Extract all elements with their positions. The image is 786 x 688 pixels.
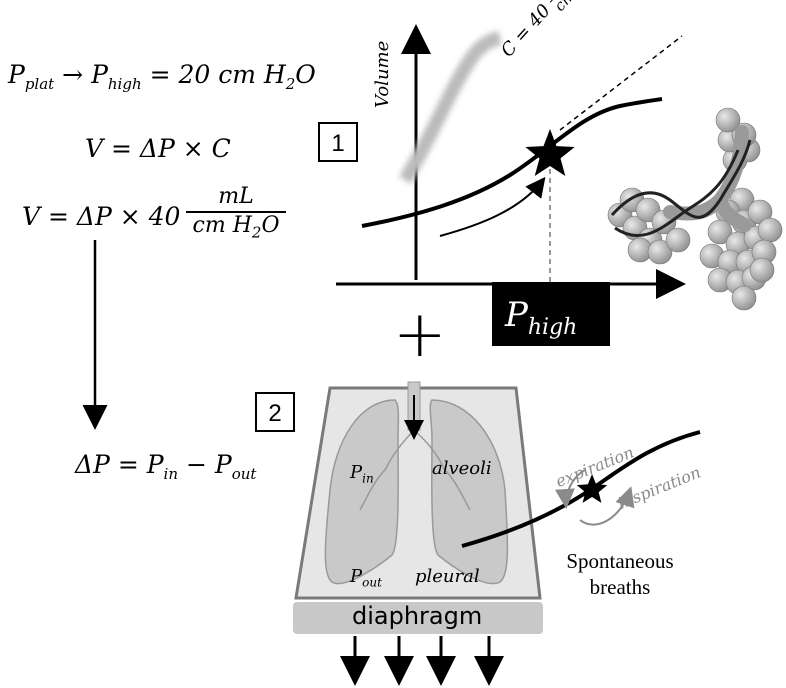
plus-sign: + bbox=[393, 298, 447, 372]
graph-ylabel: Volume bbox=[372, 40, 393, 108]
equation-volume-40: V = ΔP × 40 bbox=[22, 202, 181, 231]
expiration-arrow bbox=[554, 469, 586, 509]
equation-plateau-to-high: Pplat → Phigh = 20 cm H2O bbox=[8, 60, 316, 93]
compliance-tangent bbox=[559, 35, 683, 131]
alveolus-ball bbox=[715, 107, 741, 133]
step-1-box: 1 bbox=[318, 122, 358, 162]
equation-volume-compliance: V = ΔP × C bbox=[85, 134, 231, 163]
fraction-ml-cmh2o: mL cm H2O bbox=[186, 184, 286, 241]
alveolus-ball bbox=[757, 217, 783, 243]
breath-point-star bbox=[576, 474, 608, 503]
alveolus-ball bbox=[665, 227, 691, 253]
alveoli-label: alveoli bbox=[432, 458, 492, 479]
p-out-label: Pout bbox=[350, 566, 382, 590]
spontaneous-caption: Spontaneous breaths bbox=[566, 549, 674, 599]
phigh-label: Phigh bbox=[505, 295, 578, 340]
step-2-box: 2 bbox=[255, 392, 295, 432]
pleural-label: pleural bbox=[415, 566, 480, 587]
alveolus-ball bbox=[749, 257, 775, 283]
diaphragm-label: diaphragm bbox=[352, 602, 483, 630]
p-in-label: Pin bbox=[350, 462, 374, 486]
alveoli-illustration bbox=[607, 107, 783, 311]
alveolus-ball bbox=[731, 285, 757, 311]
ghost-curve bbox=[399, 31, 502, 184]
operating-point-star bbox=[525, 129, 575, 176]
alveolus-ball bbox=[707, 219, 733, 245]
pressure-increase-arrow bbox=[439, 176, 546, 237]
inspiration-arrow bbox=[579, 486, 635, 526]
phigh-box bbox=[492, 282, 610, 346]
alveolus-ball bbox=[647, 239, 673, 265]
left-lung bbox=[324, 399, 400, 585]
bronchi bbox=[359, 429, 471, 511]
capillary-strands bbox=[610, 139, 752, 238]
diaphragm-bar bbox=[293, 602, 543, 634]
equation-delta-pressure: ΔP = Pin − Pout bbox=[75, 450, 257, 483]
